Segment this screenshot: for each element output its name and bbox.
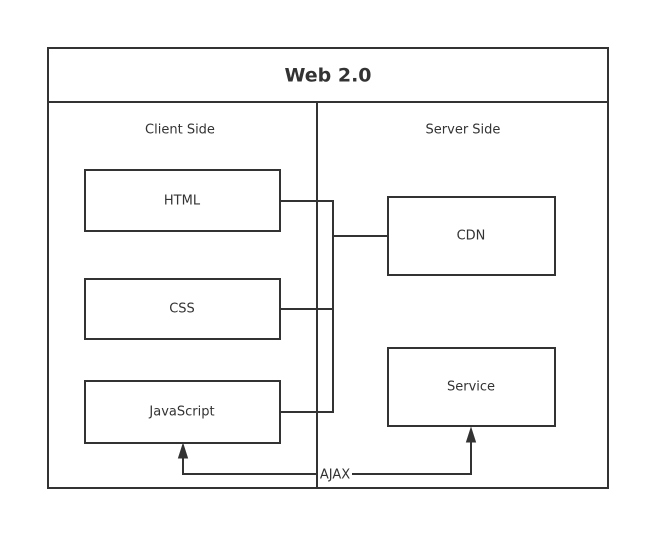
node-css: CSS	[84, 278, 281, 340]
node-cdn: CDN	[387, 196, 556, 276]
node-html: HTML	[84, 169, 281, 232]
node-javascript-box	[84, 380, 281, 444]
diagram-title: Web 2.0	[284, 65, 371, 87]
arrowhead-up-javascript	[177, 442, 189, 459]
server-side-label: Server Side	[426, 123, 501, 138]
client-side-label: Client Side	[145, 123, 215, 138]
arrowhead-up-service	[465, 426, 477, 443]
edge-html-cdn	[280, 200, 334, 236]
node-html-box	[84, 169, 281, 232]
node-javascript: JavaScript	[84, 380, 281, 444]
node-service: Service	[387, 347, 556, 427]
edge-ajax-right	[352, 440, 472, 475]
node-cdn-label: CDN	[457, 229, 486, 244]
node-cdn-box	[387, 196, 556, 276]
edge-ajax-label: AJAX	[320, 468, 350, 483]
node-javascript-label: JavaScript	[148, 405, 214, 420]
node-service-box	[387, 347, 556, 427]
node-service-label: Service	[447, 380, 495, 395]
node-html-label: HTML	[164, 194, 201, 209]
node-css-box	[84, 278, 281, 340]
edge-javascript-cdn	[280, 236, 334, 413]
edge-ajax-left	[182, 458, 318, 475]
node-css-label: CSS	[169, 302, 195, 317]
